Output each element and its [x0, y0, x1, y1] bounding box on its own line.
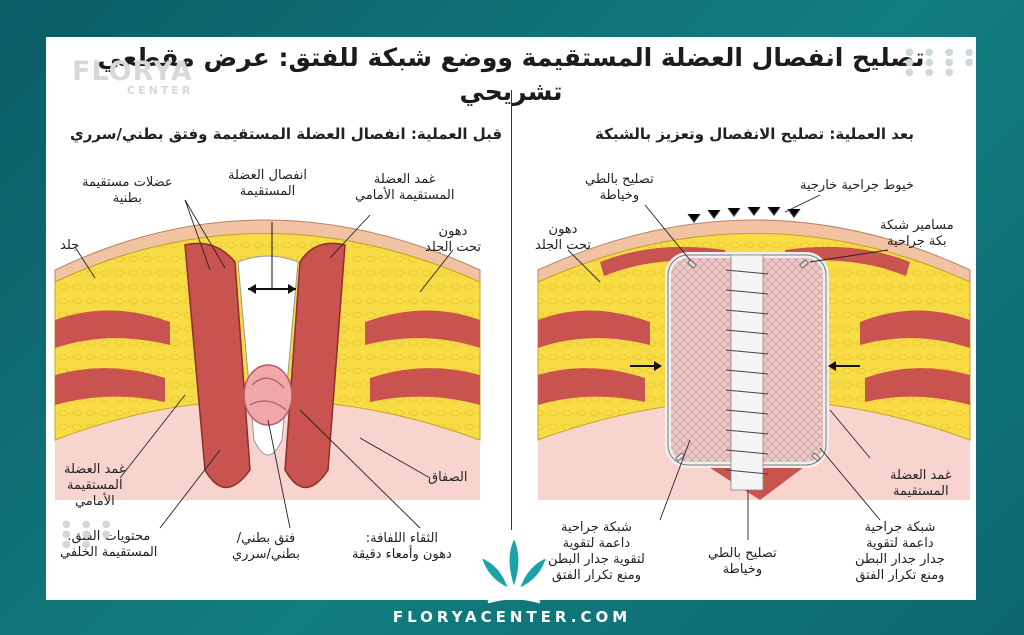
before-label-diastasis: انفصال العضلة المستقيمة	[228, 168, 308, 199]
before-label-muscles: عضلات مستقيمة بطنية	[82, 175, 173, 206]
after-label-external-sutures: خيوط جراحية خارجية	[800, 178, 914, 193]
after-leader-lines	[567, 194, 889, 540]
before-rectus-left	[184, 242, 251, 489]
after-label-mesh-right: شبكة جراحية داعمة لتقوية جدار جدار البطن…	[855, 520, 945, 583]
before-hernia-bowel	[243, 364, 293, 426]
decor-dots-right: ● ● ● ●● ● ● ●● ● ●	[905, 47, 978, 78]
before-label-hernia-contents: محتويات الفتق: المستقيمة الخلفي	[60, 529, 158, 560]
after-arrowhead-right	[828, 361, 836, 371]
after-panel-title: بعد العملية: تصليح الانفصال وتعزيز بالشب…	[595, 125, 914, 143]
watermark-logo: FLORYA CENTER	[72, 56, 194, 97]
after-lateral-muscle-left-2	[538, 368, 645, 405]
after-label-plication-bottom: تصليح بالطي وخياطة	[708, 546, 777, 577]
after-cross-section	[537, 194, 971, 540]
before-label-peritoneum: الصفاق	[428, 470, 468, 485]
page-title: تصليح انفصال العضلة المستقيمة ووضع شبكة …	[97, 43, 925, 106]
before-label-subq-fat: دهون تحت الجلد	[425, 224, 481, 255]
before-label-ant-sheath-top: غمد العضلة المستقيمة الأمامي	[355, 172, 455, 203]
after-label-sheath: غمد العضلة المستقيمة	[890, 468, 952, 499]
watermark-sub: CENTER	[127, 84, 194, 97]
after-external-sutures	[687, 206, 801, 223]
panel-divider	[511, 90, 512, 530]
before-leader-lines	[74, 199, 454, 529]
florya-leaf-logo	[477, 532, 551, 604]
after-lateral-muscle-right-2	[865, 368, 970, 405]
before-label-ant-sheath-bottom: غمد العضلة المستقيمة الأمامي	[64, 462, 126, 509]
after-lateral-muscle-left-1	[538, 310, 650, 348]
before-cross-section	[54, 199, 481, 529]
before-panel-title: قبل العملية: انفصال العضلة المستقيمة وفت…	[70, 125, 503, 143]
before-label-skin: جلد	[60, 238, 80, 253]
after-plication-stitches	[725, 269, 769, 475]
after-lateral-muscle-right-1	[860, 310, 970, 348]
footer-url: FLORYACENTER.COM	[392, 608, 632, 626]
before-label-hernia: فتق بطني/ بطني/سرري	[232, 531, 300, 562]
after-label-mesh-tacks: مسامير شبكة بكة جراحية	[880, 218, 954, 249]
before-lateral-muscle-right-2	[370, 368, 480, 405]
before-lateral-muscle-left-1	[55, 310, 170, 348]
after-upper-band-right	[785, 246, 910, 276]
after-mesh-tacks	[675, 259, 821, 462]
before-bowel-folds	[249, 377, 287, 411]
after-label-plication-top: تصليح بالطي وخياطة	[585, 172, 654, 203]
watermark-brand: FLORYA	[72, 56, 193, 87]
before-lateral-muscle-right-1	[365, 310, 480, 348]
after-arrowhead-left	[654, 361, 662, 371]
before-lateral-muscle-left-2	[55, 368, 165, 405]
before-label-omentum: الثقاء اللفافة: دهون وأمعاء دقيقة	[352, 531, 452, 562]
before-rectus-right	[284, 242, 346, 489]
after-label-mesh-left: شبكة جراحية داعمة لتقوية لتقوية جدار الب…	[548, 520, 645, 583]
decor-dots-left: ● ● ●● ● ●● ●	[62, 519, 115, 550]
after-label-subq-fat: دهون تحت الجلد	[535, 222, 591, 253]
